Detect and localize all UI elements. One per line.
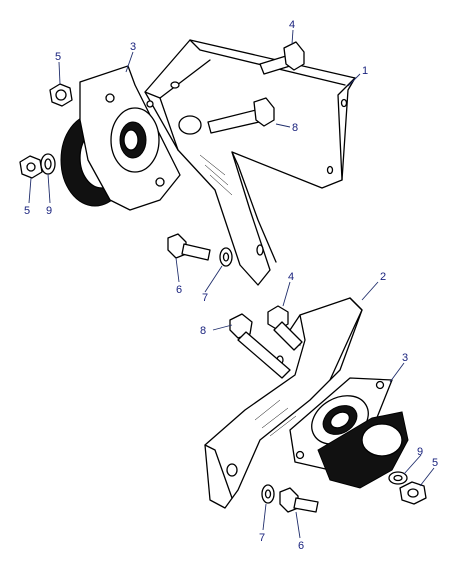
- lower-bolt-8: [229, 313, 291, 379]
- lower-bolt-4: [267, 305, 303, 351]
- callout-9-lower-washer: 9: [417, 446, 423, 458]
- upper-bolt-8: [207, 97, 275, 134]
- callout-3-lower-mount: 3: [402, 352, 408, 364]
- left-washer-9: [40, 153, 56, 175]
- lower-bolt-6: [279, 487, 319, 513]
- leader-lines: [28, 29, 435, 539]
- upper-bracket: [144, 39, 356, 286]
- callout-4-upper-bolt: 4: [289, 19, 295, 31]
- lower-rubber-mount: [289, 377, 409, 489]
- bottom-right-washer-9: [388, 471, 408, 485]
- callout-5-lower-nut: 5: [432, 457, 438, 469]
- bottom-right-nut-5: [399, 481, 427, 505]
- callout-9-left-washer: 9: [46, 205, 52, 217]
- callout-4-lower-bolt: 4: [288, 271, 294, 283]
- callout-6-lower-bolt: 6: [298, 540, 304, 552]
- upper-rubber-mount: [60, 65, 181, 211]
- callout-6-middle-bolt: 6: [176, 284, 182, 296]
- upper-nut-5: [49, 83, 73, 107]
- left-nut-5: [19, 155, 43, 179]
- callout-7-middle-washer: 7: [202, 292, 208, 304]
- lower-washer-7: [261, 484, 275, 504]
- callout-5-left-nut: 5: [24, 205, 30, 217]
- middle-washer-7: [219, 247, 233, 267]
- callout-labels: 1 3 4 5 8 5 9 6 7 2 4 8 3 9 5 7 6: [24, 19, 438, 552]
- callout-2-lower-bracket: 2: [380, 271, 386, 283]
- callout-1-top-bracket: 1: [362, 65, 368, 77]
- callout-5-upper-nut: 5: [55, 51, 61, 63]
- callout-7-lower-washer: 7: [259, 532, 265, 544]
- upper-bolt-4: [259, 41, 305, 75]
- middle-bolt-6: [167, 233, 211, 261]
- callout-3-upper-mount: 3: [130, 41, 136, 53]
- callout-8-lower-bolt: 8: [200, 325, 206, 337]
- callout-8-upper-bolt: 8: [292, 122, 298, 134]
